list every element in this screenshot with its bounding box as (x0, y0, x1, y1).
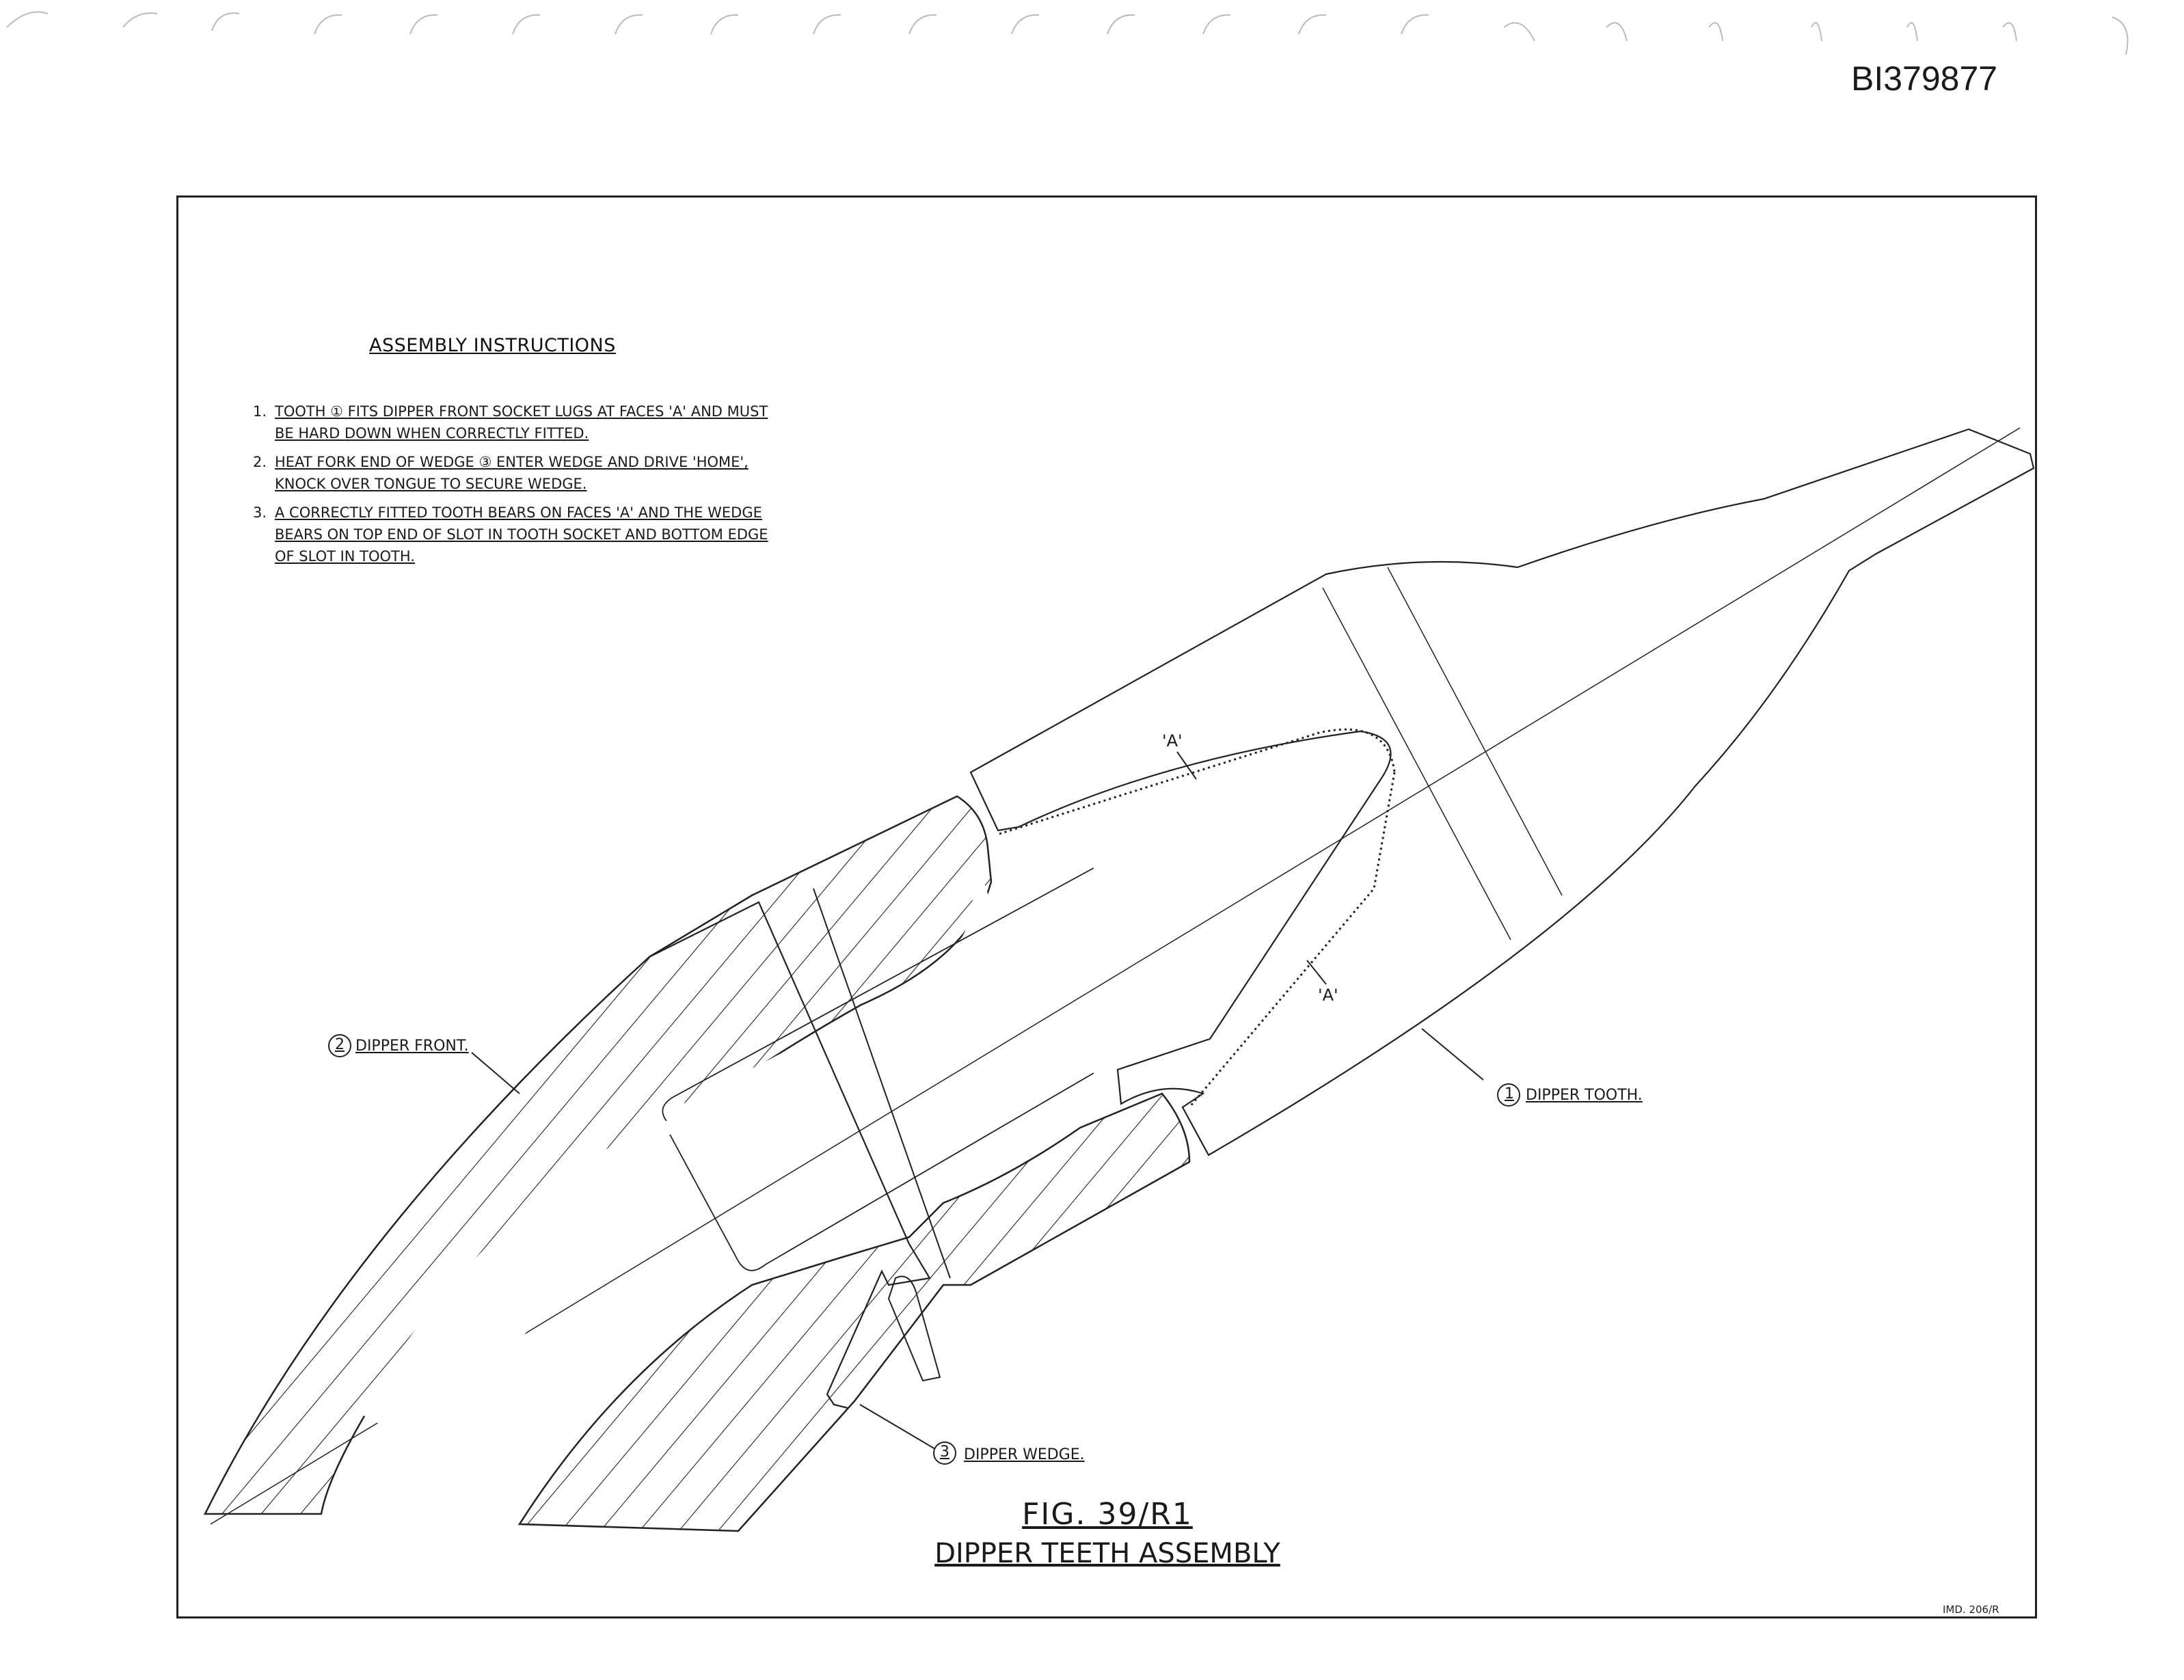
callout-circle-2 (328, 1034, 351, 1057)
step-number: 3. (253, 504, 267, 521)
wedge-line (813, 888, 951, 1279)
bearing-face-lower (1188, 772, 1396, 1108)
callout-number-1: 1 (1505, 1085, 1514, 1102)
dipper-front-section-lower (517, 1092, 1191, 1532)
bearing-face-upper (999, 728, 1396, 835)
callout-dipper-wedge: DIPPER WEDGE. (964, 1446, 1085, 1463)
step-text: TOOTH ① FITS DIPPER FRONT SOCKET LUGS AT… (275, 403, 768, 442)
instruction-step-3: 3. A CORRECTLY FITTED TOOTH BEARS ON FAC… (253, 502, 772, 570)
leader-dipper-tooth (1421, 1028, 1484, 1081)
dipper-tooth-outline (969, 428, 2035, 1156)
instructions-title: ASSEMBLY INSTRUCTIONS (369, 335, 616, 356)
figure-number: FIG. 39/R1 (1022, 1497, 1193, 1532)
step-number: 2. (253, 454, 267, 470)
binder-hole-marks (6, 11, 2129, 55)
callout-circle-3 (933, 1441, 956, 1465)
face-label-a-upper: 'A' (1162, 731, 1183, 750)
document-id: BI379877 (1851, 59, 1998, 98)
callout-dipper-tooth: DIPPER TOOTH. (1526, 1087, 1643, 1104)
callout-dipper-front: DIPPER FRONT. (355, 1038, 469, 1055)
step-text: A CORRECTLY FITTED TOOTH BEARS ON FACES … (275, 504, 768, 565)
socket-cavity (362, 861, 1012, 1463)
leader-dipper-front (471, 1052, 520, 1094)
tooth-shank (662, 867, 1094, 1271)
figure-title: DIPPER TEETH ASSEMBLY (934, 1538, 1280, 1569)
callout-number-2: 2 (335, 1036, 345, 1053)
tooth-slot-line (1322, 587, 1511, 940)
step-text: HEAT FORK END OF WEDGE ③ ENTER WEDGE AND… (275, 454, 749, 492)
instruction-step-2: 2. HEAT FORK END OF WEDGE ③ ENTER WEDGE … (253, 451, 772, 499)
callout-number-3: 3 (940, 1444, 949, 1461)
tooth-slot-line (1387, 567, 1563, 896)
leader-dipper-wedge (859, 1404, 936, 1450)
dipper-wedge (649, 901, 931, 1409)
face-label-a-lower: 'A' (1318, 986, 1338, 1005)
callout-circle-1 (1497, 1083, 1520, 1107)
leader-face-a-lower (1306, 960, 1327, 985)
instruction-step-1: 1. TOOTH ① FITS DIPPER FRONT SOCKET LUGS… (253, 401, 772, 448)
drawing-number: IMD. 206/R (1943, 1603, 1999, 1616)
wedge-tongue (887, 1275, 941, 1382)
step-number: 1. (253, 403, 267, 420)
leader-face-a-upper (1176, 751, 1197, 780)
drawing-border (176, 195, 2037, 1618)
